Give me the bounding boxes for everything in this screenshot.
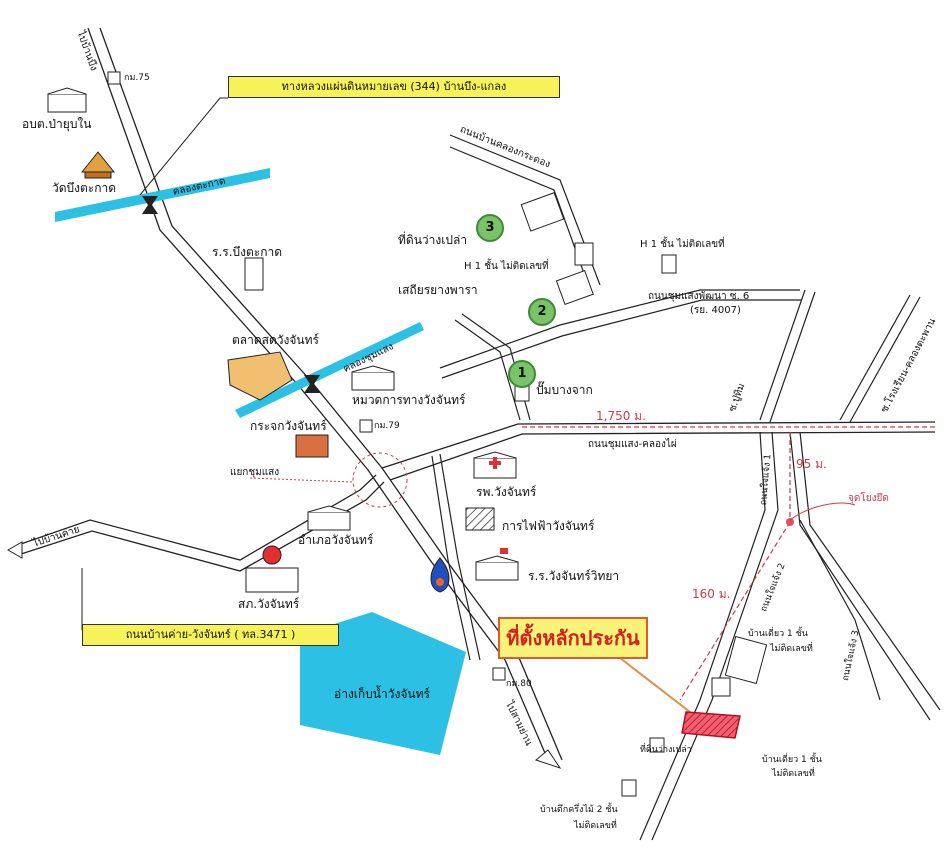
- label-ry4007: (รย. 4007): [690, 305, 741, 316]
- marker-1: 1: [508, 360, 536, 388]
- label-krok: กระจกวังจันทร์: [250, 419, 327, 433]
- electricity-icon: [465, 507, 495, 531]
- road-banner: ถนนบ้านค่าย-วังจันทร์ ( ทล.3471 ): [82, 624, 339, 646]
- hospital-icon: [473, 451, 517, 479]
- marker-2: 2: [528, 298, 556, 326]
- label-wat: วัดบึงตะกาด: [52, 181, 117, 195]
- label-km79: กม.79: [374, 421, 400, 431]
- gas-icon: [430, 557, 450, 593]
- school-icon: [475, 548, 519, 581]
- label-district-office: อำเภอวังจันทร์: [298, 533, 374, 547]
- label-police: สภ.วังจันทร์: [238, 597, 300, 611]
- krok-icon: [295, 434, 329, 458]
- distance-160: 160 ม.: [692, 587, 731, 601]
- label-school-bt: ร.ร.บึงตะกาด: [212, 245, 283, 259]
- label-chumsaeng-khlongphai: ถนนชุมแสง-คลองไผ่: [588, 439, 677, 450]
- wat-icon: [80, 151, 116, 179]
- label-intersection: แยกชุมแสง: [230, 467, 280, 478]
- route-lines: [522, 426, 935, 701]
- label-market: ตลาดสดวังจันทร์: [232, 333, 319, 347]
- building-icons: [47, 87, 519, 593]
- label-electricity: การไฟฟ้าวังจันทร์: [502, 519, 595, 533]
- label-house-1a: H 1 ชั้น ไม่ติดเลขที่: [464, 261, 549, 272]
- market-icon: [227, 351, 293, 401]
- label-house-1b: H 1 ชั้น ไม่ติดเลขที่: [640, 239, 725, 250]
- canals: [55, 168, 424, 418]
- intersection-circle: [352, 452, 408, 508]
- district-office-icon: [307, 505, 351, 531]
- highway-dept-icon: [351, 365, 395, 391]
- arrow-to-saenphan: [534, 749, 562, 769]
- label-house-single-bot-a: บ้านเดี่ยว 1 ชั้น: [762, 755, 822, 765]
- road-jaijaeng: [639, 431, 941, 841]
- label-km75: กม.75: [124, 73, 150, 83]
- label-km80: กม.80: [506, 679, 532, 689]
- label-school-wc: ร.ร.วังจันทร์วิทยา: [528, 569, 620, 583]
- collateral-location-label: ที่ตั้งหลักประกัน: [498, 617, 648, 659]
- label-hospital: รพ.วังจันทร์: [476, 485, 537, 499]
- police-icon: [245, 545, 299, 593]
- ref-point-dot: [786, 518, 794, 526]
- label-reservoir: อ่างเก็บน้ำวังจันทร์: [334, 687, 430, 701]
- canal-takad: [55, 168, 270, 222]
- marker-3: 3: [476, 214, 504, 242]
- label-house-half-b: ไม่ติดเลขที่: [574, 821, 617, 831]
- distance-1750: 1,750 ม.: [596, 409, 646, 423]
- label-rubber-shop: เสถียรยางพารา: [398, 283, 478, 297]
- label-house-half-a: บ้านตึกครึ่งไม้ 2 ชั้น: [540, 805, 618, 815]
- ref-point-label: จุดโยงยึด: [848, 493, 889, 504]
- arrow-to-bankhai: [6, 541, 23, 559]
- label-vacant-land: ที่ดินว่างเปล่า: [398, 233, 468, 247]
- building-blocks: [107, 71, 768, 797]
- canal-chumsaeng: [235, 322, 424, 418]
- label-vacant-small: ที่ดินว่างเปล่า: [640, 745, 692, 755]
- label-gas-station: ปั๊มบางจาก: [536, 383, 593, 397]
- reservoir: [300, 612, 466, 755]
- road-chumsaeng-phatthana: [439, 134, 802, 421]
- label-obt: อบต.ป่ายุบใน: [22, 117, 92, 131]
- road-chumsaeng-khlongphai: [381, 421, 936, 481]
- label-house-single-top-b: ไม่ติดเลขที่: [770, 644, 813, 654]
- distance-95: 95 ม.: [796, 457, 827, 471]
- label-chumsaeng-phatthana: ถนนชุมแสงพัฒนา ซ. 6: [648, 291, 750, 302]
- obt-icon: [47, 87, 87, 113]
- road-to-bankhai: [17, 474, 385, 572]
- highway-banner: ทางหลวงแผ่นดินหมายเลข (344) บ้านบึง-แกลง: [228, 76, 560, 98]
- label-house-single-bot-b: ไม่ติดเลขที่: [772, 769, 815, 779]
- collateral-plot: [681, 711, 741, 739]
- label-highway-dept: หมวดการทางวังจันทร์: [352, 393, 466, 407]
- label-house-single-top-a: บ้านเดี่ยว 1 ชั้น: [748, 629, 808, 639]
